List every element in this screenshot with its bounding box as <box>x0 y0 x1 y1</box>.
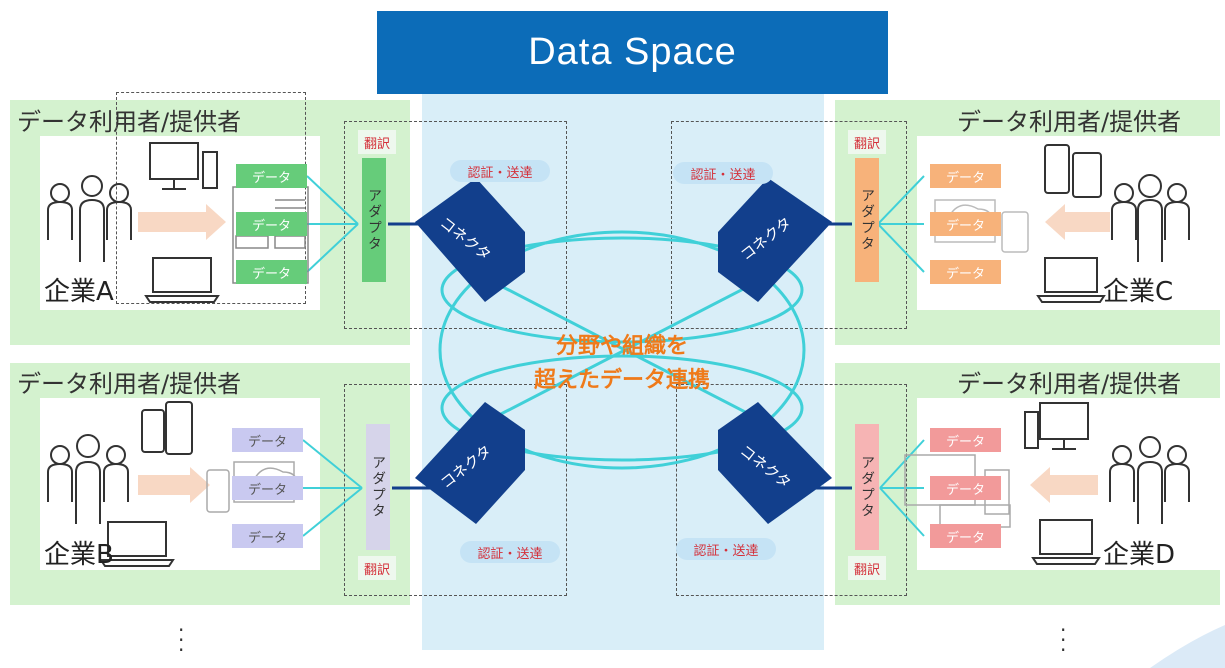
people-icon <box>1109 436 1190 524</box>
company-a-links <box>306 175 359 273</box>
company-b-links <box>302 439 363 537</box>
company-a-system-boundary <box>116 92 306 304</box>
data-tag: データ <box>930 164 1001 188</box>
data-tag: データ <box>236 260 307 284</box>
auth-label-d: 認証・送達 <box>676 538 776 560</box>
auth-label-b: 認証・送達 <box>460 541 560 563</box>
center-caption-line-2: 超えたデータ連携 <box>533 368 710 393</box>
arrow-icon <box>138 467 210 503</box>
data-space-title: Data Space <box>377 11 888 94</box>
phone-icon <box>1044 144 1102 198</box>
data-tag: データ <box>930 428 1001 452</box>
continuation-dots-left: ··· <box>178 618 185 662</box>
data-tag: データ <box>232 524 303 548</box>
adapter-c: アダプタ <box>855 158 879 282</box>
data-tag: データ <box>930 476 1001 500</box>
arrow-icon <box>1045 204 1110 240</box>
company-a-role: データ利用者/提供者 <box>17 108 242 136</box>
ring-cross-2 <box>469 268 781 432</box>
translation-label-c: 翻訳 <box>848 130 886 154</box>
connector-a-shape <box>415 178 525 302</box>
continuation-dots-right: ··· <box>1060 618 1067 662</box>
connector-d-shape <box>718 402 832 524</box>
adapter-a: アダプタ <box>362 158 386 282</box>
arrow-icon <box>138 204 226 240</box>
data-tag: データ <box>236 164 307 188</box>
company-d-links <box>879 439 925 537</box>
auth-label-a: 認証・送達 <box>450 160 550 182</box>
data-tag: データ <box>232 428 303 452</box>
company-d-name: 企業D <box>1103 540 1176 570</box>
company-b-role: データ利用者/提供者 <box>17 370 242 398</box>
company-c-role: データ利用者/提供者 <box>957 108 1182 136</box>
company-d-role: データ利用者/提供者 <box>957 370 1182 398</box>
data-tag: データ <box>930 212 1001 236</box>
translation-label-d: 翻訳 <box>848 556 886 580</box>
center-caption-line-1: 分野や組織を <box>555 334 688 359</box>
company-b-name: 企業B <box>44 540 114 570</box>
company-a-name: 企業A <box>44 277 114 307</box>
data-tag: データ <box>930 524 1001 548</box>
company-c-name: 企業C <box>1103 277 1174 307</box>
decorative-swoosh <box>1150 625 1225 668</box>
auth-label-c: 認証・送達 <box>673 162 773 184</box>
data-exchange-ring-top <box>440 236 804 344</box>
data-exchange-ring <box>438 230 806 470</box>
people-icon <box>1111 174 1190 262</box>
adapter-d: アダプタ <box>855 424 879 550</box>
data-exchange-ring-bottom <box>440 354 804 462</box>
data-tag: データ <box>930 260 1001 284</box>
translation-label-b: 翻訳 <box>358 556 396 580</box>
connector-c-shape <box>718 178 832 302</box>
laptop-icon <box>1036 257 1106 303</box>
data-tag: データ <box>232 476 303 500</box>
monitor-icon <box>1024 402 1089 450</box>
adapter-b: アダプタ <box>366 424 390 550</box>
laptop-icon <box>144 257 220 303</box>
arrow-icon <box>1030 467 1098 503</box>
connector-b-boundary <box>344 384 567 596</box>
company-c-links <box>877 175 925 273</box>
data-tag: データ <box>236 212 307 236</box>
monitor-icon <box>149 142 218 190</box>
connector-d-boundary <box>676 384 907 596</box>
people-icon <box>47 434 129 524</box>
laptop-icon <box>1031 519 1101 565</box>
tablet-icon <box>141 401 193 455</box>
translation-label-a: 翻訳 <box>358 130 396 154</box>
center-caption: 分野や組織を 超えたデータ連携 <box>500 330 744 398</box>
people-icon <box>47 175 132 262</box>
laptop-icon <box>99 521 175 567</box>
connector-b-shape <box>415 402 525 524</box>
